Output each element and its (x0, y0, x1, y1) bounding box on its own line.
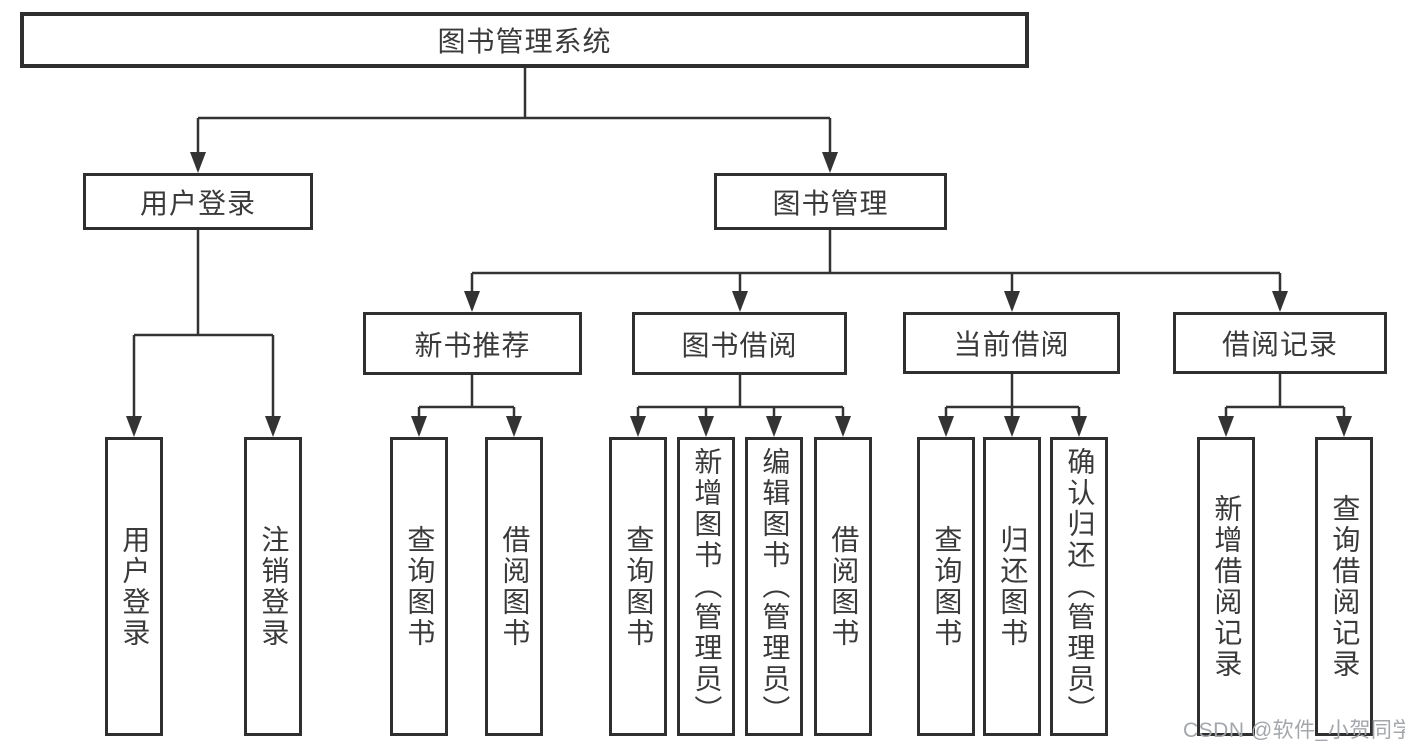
node-label: 查询图书 (623, 524, 655, 649)
node-label: 图书管理 (772, 187, 889, 219)
node-label: 图书借阅 (681, 329, 798, 361)
leaf-recommend-borrow-books: 借阅图书 (485, 437, 543, 736)
node-label: 查询借阅记录 (1329, 493, 1361, 680)
connector-borrowrecord-to-leaves (1224, 374, 1346, 433)
leaf-borrow-query-books: 查询图书 (609, 437, 667, 736)
connector-bookmgmt-to-level2 (470, 230, 1282, 309)
node-borrowing-records: 借阅记录 (1173, 312, 1387, 374)
node-label: 借阅图书 (828, 524, 860, 649)
node-user-login: 用户登录 (83, 173, 313, 230)
node-label: 当前借阅 (953, 329, 1070, 360)
node-label: 新增图书（管理员） (691, 447, 723, 726)
arrowheads (126, 152, 1352, 437)
connector-newbook-to-leaves (417, 375, 516, 433)
leaf-current-confirm-return-admin: 确认归还（管理员） (1050, 437, 1108, 736)
node-label: 用户登录 (119, 524, 151, 649)
connector-userlogin-to-leaves (132, 230, 275, 433)
node-label: 查询图书 (404, 524, 436, 649)
node-new-book-recommendation: 新书推荐 (363, 312, 582, 375)
leaf-records-add-borrow-record: 新增借阅记录 (1197, 437, 1255, 736)
leaf-records-query-borrow-record: 查询借阅记录 (1315, 437, 1373, 736)
node-label: 借阅图书 (499, 524, 531, 649)
leaf-borrow-add-books-admin: 新增图书（管理员） (677, 437, 735, 736)
leaf-logout: 注销登录 (244, 437, 302, 736)
node-book-borrowing: 图书借阅 (632, 312, 847, 375)
leaf-recommend-query-books: 查询图书 (390, 437, 448, 736)
node-label: 确认归还（管理员） (1064, 447, 1096, 726)
node-book-management: 图书管理 (714, 173, 947, 230)
connector-bookborrow-to-leaves (636, 375, 845, 433)
node-label: 注销登录 (258, 524, 290, 649)
connector-root-to-level1 (196, 68, 832, 170)
leaf-current-query-books: 查询图书 (917, 437, 975, 736)
node-label: 归还图书 (997, 524, 1029, 649)
node-label: 图书管理系统 (437, 26, 612, 57)
node-library-management-system: 图书管理系统 (20, 12, 1029, 68)
node-current-borrowing: 当前借阅 (903, 312, 1120, 374)
node-label: 新书推荐 (414, 329, 531, 361)
watermark: CSDN @软件_小贺同学 (1183, 719, 1405, 742)
node-label: 编辑图书（管理员） (759, 447, 791, 726)
node-label: 查询图书 (931, 524, 963, 649)
node-label: 新增借阅记录 (1211, 493, 1243, 680)
node-label: 用户登录 (139, 187, 256, 219)
leaf-borrow-borrow-books: 借阅图书 (814, 437, 872, 736)
leaf-borrow-edit-books-admin: 编辑图书（管理员） (745, 437, 803, 736)
leaf-current-return-books: 归还图书 (983, 437, 1041, 736)
node-label: 借阅记录 (1221, 329, 1338, 360)
leaf-user-login: 用户登录 (105, 437, 163, 736)
